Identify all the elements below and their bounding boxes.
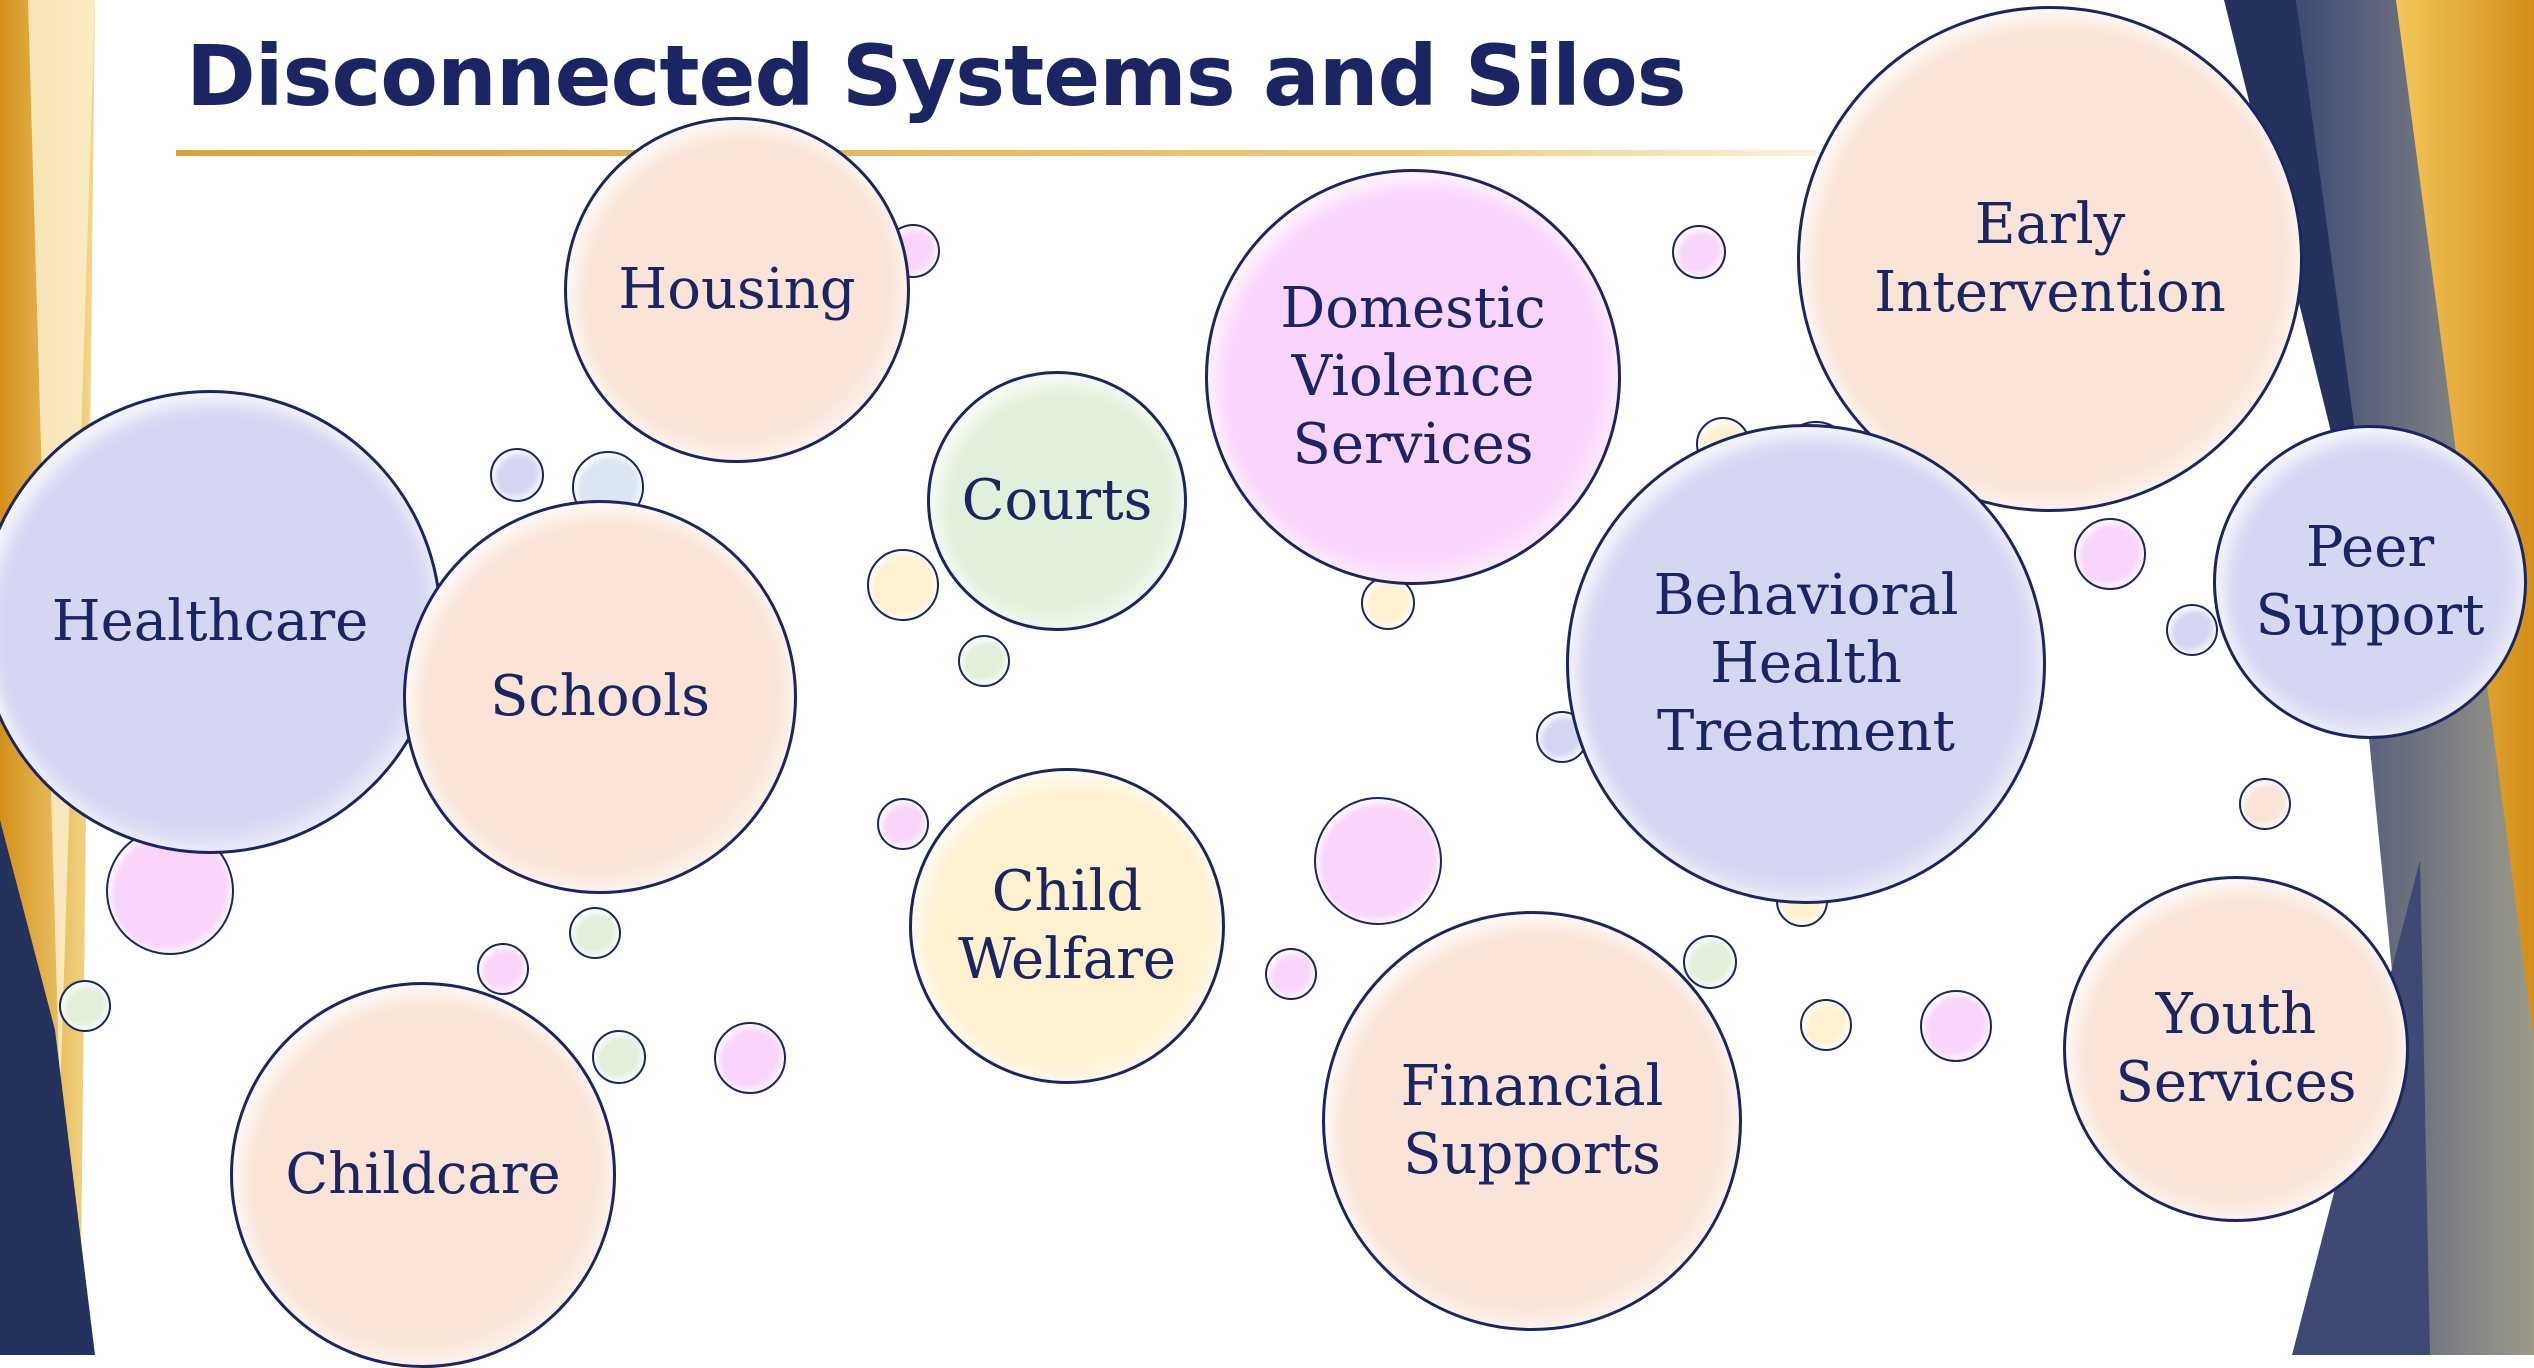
bubble-financial-supports: Financial Supports xyxy=(1322,911,1742,1331)
title-rule xyxy=(176,150,1816,156)
small-bubble xyxy=(1800,999,1852,1051)
bubble-label: Schools xyxy=(490,663,710,729)
bubble-behavioral-health-treatment: Behavioral Health Treatment xyxy=(1566,424,2046,904)
small-bubble xyxy=(569,907,621,959)
small-bubble xyxy=(1265,948,1317,1000)
bubble-schools: Schools xyxy=(403,500,797,894)
bubble-healthcare: Healthcare xyxy=(0,390,442,854)
bubble-label: Behavioral Health Treatment xyxy=(1653,562,1959,765)
bubble-early-intervention: Early Intervention xyxy=(1797,6,2303,512)
bubble-label: Youth Services xyxy=(2115,981,2357,1115)
small-bubble xyxy=(1683,935,1737,989)
bubble-label: Courts xyxy=(961,467,1153,533)
bubble-label: Housing xyxy=(618,256,856,322)
small-bubble xyxy=(59,980,111,1032)
bubble-label: Childcare xyxy=(285,1141,561,1207)
bubble-peer-support: Peer Support xyxy=(2213,425,2527,739)
bubble-childcare: Childcare xyxy=(230,982,616,1368)
small-bubble xyxy=(877,798,929,850)
small-bubble xyxy=(2239,778,2291,830)
bubble-courts: Courts xyxy=(927,371,1187,631)
bubble-youth-services: Youth Services xyxy=(2063,876,2409,1222)
small-bubble xyxy=(867,549,939,621)
bubble-label: Financial Supports xyxy=(1400,1053,1664,1187)
left-navy-wedge xyxy=(0,820,95,1355)
small-bubble xyxy=(1314,797,1442,925)
page-title: Disconnected Systems and Silos xyxy=(186,27,1687,125)
small-bubble xyxy=(2166,604,2218,656)
small-bubble xyxy=(477,943,529,995)
bubble-label: Peer Support xyxy=(2255,514,2485,648)
bubble-housing: Housing xyxy=(564,117,910,463)
small-bubble xyxy=(714,1022,786,1094)
bubble-child-welfare: Child Welfare xyxy=(909,768,1225,1084)
bubble-label: Child Welfare xyxy=(957,858,1177,992)
small-bubble xyxy=(958,635,1010,687)
bubble-domestic-violence-services: Domestic Violence Services xyxy=(1205,169,1621,585)
small-bubble xyxy=(490,448,544,502)
small-bubble xyxy=(1672,225,1726,279)
small-bubble xyxy=(1920,990,1992,1062)
small-bubble xyxy=(592,1030,646,1084)
bubble-label: Healthcare xyxy=(51,588,369,654)
small-bubble xyxy=(2074,518,2146,590)
small-bubble xyxy=(1361,576,1415,630)
bubble-label: Domestic Violence Services xyxy=(1280,275,1546,478)
bubble-label: Early Intervention xyxy=(1874,191,2226,325)
